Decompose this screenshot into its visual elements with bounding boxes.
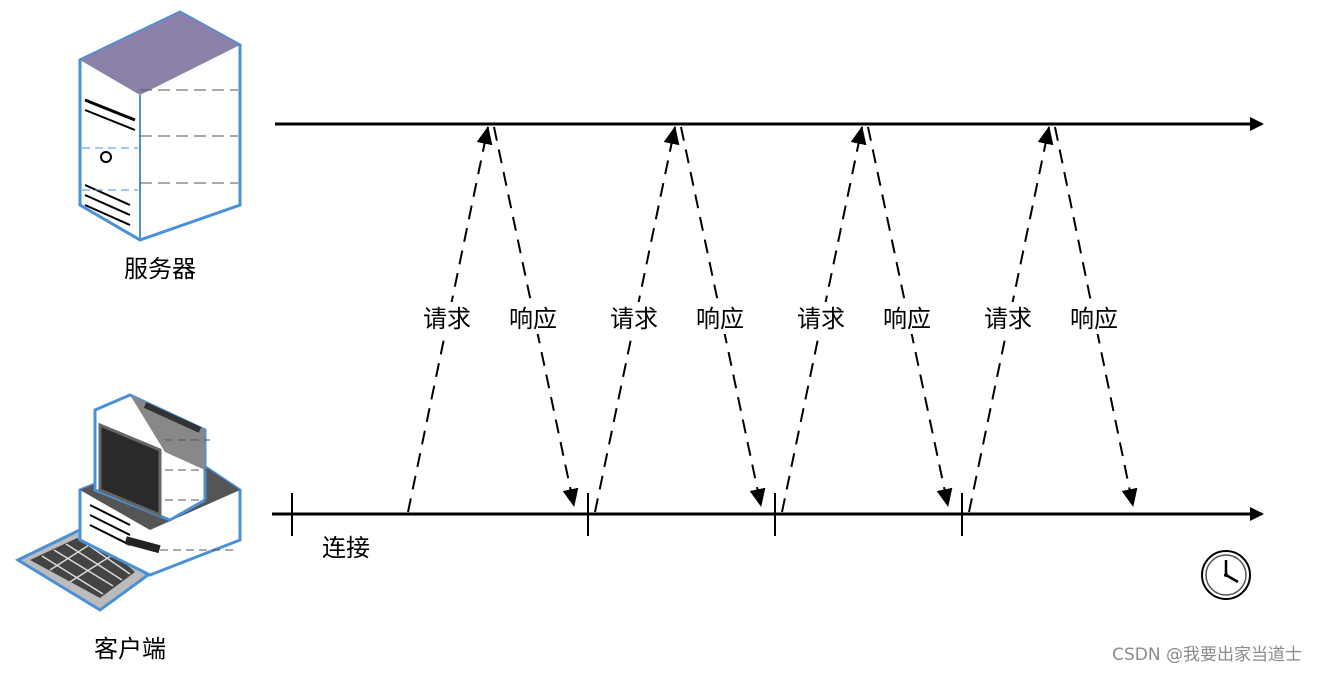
response-label: 响应	[696, 305, 744, 333]
response-label: 响应	[1070, 305, 1118, 333]
exchange-3: 请求 响应	[781, 126, 953, 513]
request-label: 请求	[984, 305, 1032, 333]
request-label: 请求	[423, 305, 471, 333]
response-label: 响应	[509, 305, 557, 333]
response-label: 响应	[883, 305, 931, 333]
request-label: 请求	[610, 305, 658, 333]
exchange-4: 请求 响应	[968, 126, 1138, 513]
server-label: 服务器	[124, 255, 196, 283]
clock-icon	[1201, 550, 1251, 600]
connect-label: 连接	[322, 534, 370, 562]
client-timeline-ticks	[291, 493, 963, 536]
server-icon	[78, 10, 242, 242]
client-label: 客户端	[94, 635, 166, 663]
exchange-2: 请求 响应	[594, 126, 766, 513]
watermark: CSDN @我要出家当道士	[1112, 645, 1302, 665]
request-label: 请求	[797, 305, 845, 333]
desktop-computer-icon	[14, 393, 242, 612]
exchange-1: 请求 响应	[407, 126, 579, 513]
